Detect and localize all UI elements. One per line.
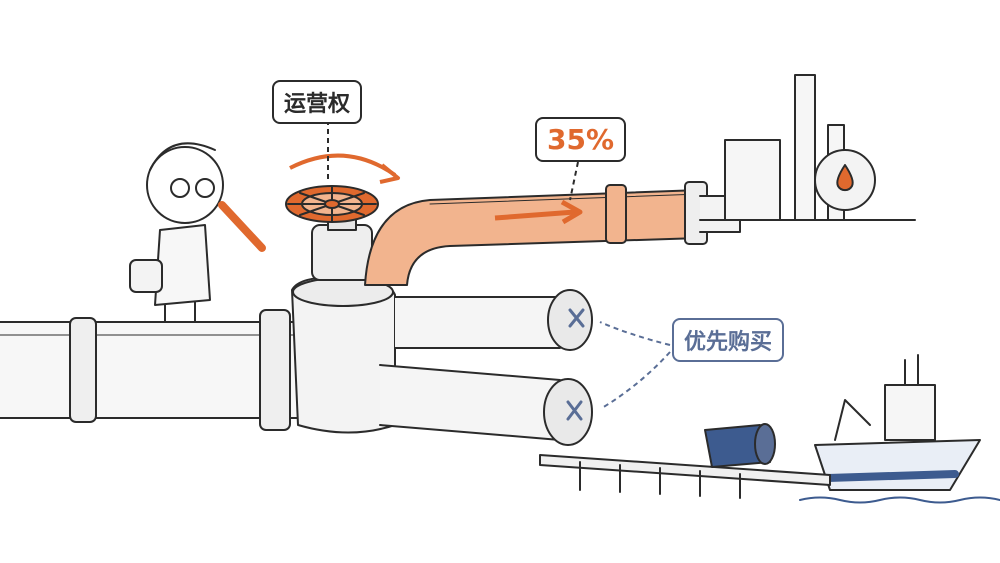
oil-drop-icon (836, 164, 854, 192)
cross-mark-icon (566, 400, 583, 421)
rotation-arrowhead (379, 163, 400, 184)
percent-leader (569, 161, 579, 201)
stake-percent-label: 35% (535, 117, 627, 162)
orange-pipe (364, 181, 741, 286)
main-pipeline (0, 309, 301, 431)
tanker-ship-icon (814, 354, 981, 491)
valve-wheel-icon (285, 185, 379, 223)
cross-mark-icon (568, 308, 585, 328)
water (799, 496, 1000, 504)
priority-leader-upper (599, 321, 671, 346)
priority-purchase-label: 优先购买 (672, 318, 785, 362)
priority-leader-lower (601, 351, 671, 409)
pipe-junction (291, 276, 396, 434)
refinery (699, 74, 916, 221)
branch-pipe-lower (379, 364, 593, 446)
flow-arrowhead (560, 199, 583, 225)
rotation-arrow (289, 153, 397, 177)
branch-pipe-upper (394, 289, 593, 351)
flow-arrow (494, 209, 576, 221)
child-character (129, 142, 266, 323)
operating-rights-label: 运营权 (272, 80, 363, 124)
pier (539, 454, 831, 499)
valve (285, 185, 379, 281)
oil-barrel-icon (704, 423, 776, 468)
